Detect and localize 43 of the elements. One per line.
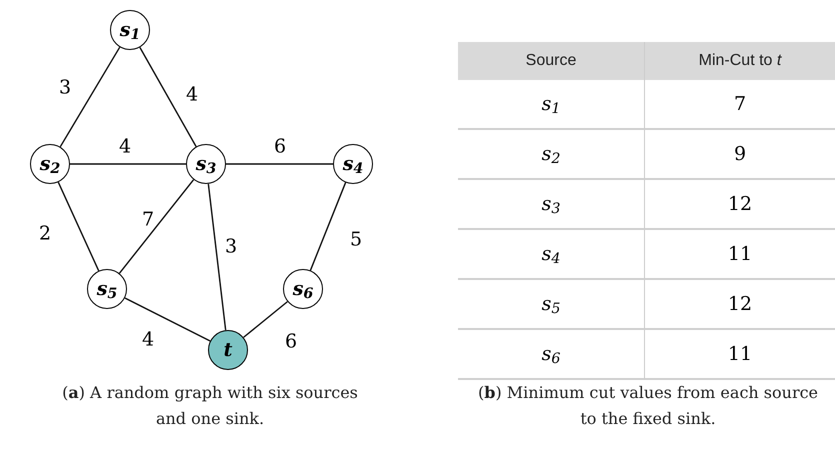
header-cell: Min-Cut to t	[645, 42, 835, 80]
edge-line	[226, 163, 333, 165]
table-cell: s$_{5}$	[458, 280, 645, 330]
table-cell: 9	[645, 130, 835, 180]
edge-label: 7	[142, 210, 154, 230]
graph-node: s$_{5}$	[87, 269, 127, 309]
edge-line	[124, 297, 210, 342]
edge-label: 5	[350, 230, 362, 250]
edge-line	[58, 182, 100, 272]
graph-node: s$_{1}$	[110, 10, 150, 50]
figure-caption: (a) A random graph with six sources and one sink.	[61, 382, 359, 430]
edge-line	[118, 179, 194, 274]
edge-line	[208, 184, 226, 330]
table-cell: s$_{4}$	[458, 230, 645, 280]
edge-label: 4	[142, 330, 154, 350]
edge-label: 3	[224, 238, 238, 256]
table-cell: s$_{3}$	[458, 180, 645, 230]
edge-line	[243, 301, 288, 338]
edge-label: 3	[58, 78, 72, 98]
table-cell: 12	[645, 280, 835, 330]
table-cell: 7	[645, 80, 835, 130]
table-cell: s$_{2}$	[458, 130, 645, 180]
graph-node: s$_{4}$	[333, 144, 373, 184]
edge-label: 4	[118, 138, 132, 156]
table-cell: 11	[645, 330, 835, 380]
figure-caption: (b) Minimum cut values from each source to the fixed sink.	[478, 382, 818, 430]
edge-line	[60, 46, 120, 148]
graph-node: t	[208, 330, 248, 370]
graph-node: s$_{6}$	[283, 269, 323, 309]
table-cell: s$_{1}$	[458, 80, 645, 130]
edge-line	[70, 163, 186, 165]
edge-label: 6	[284, 332, 298, 352]
table-cell: 11	[645, 230, 835, 280]
graph-node: s$_{3}$	[186, 144, 226, 184]
edge-label: 2	[38, 224, 52, 244]
edge-line	[139, 47, 197, 147]
header-cell: Source	[458, 42, 645, 80]
graph-node: s$_{2}$	[30, 144, 70, 184]
edge-label: 6	[274, 138, 286, 156]
table-cell: 12	[645, 180, 835, 230]
edge-label: 4	[186, 86, 198, 104]
edge-line	[310, 182, 346, 271]
table-cell: s$_{6}$	[458, 330, 645, 380]
